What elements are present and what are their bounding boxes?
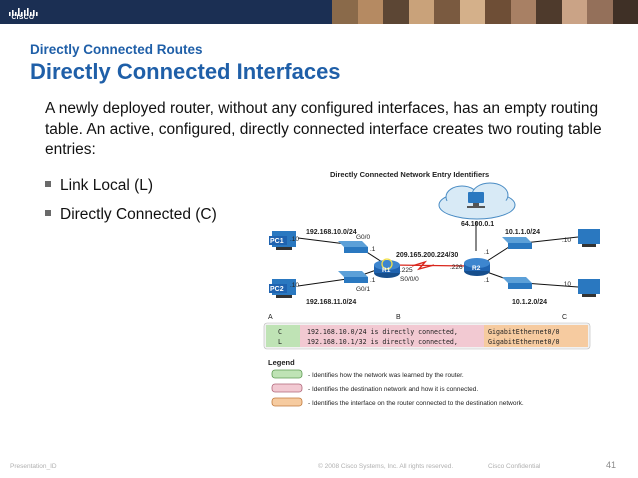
server-icon (467, 192, 485, 208)
footer-copyright: © 2008 Cisco Systems, Inc. All rights re… (318, 463, 454, 470)
route-text: 192.168.10.1/32 is directly connected, (307, 338, 458, 346)
switch-icon (502, 237, 532, 249)
legend-swatch-orange (271, 397, 303, 407)
r2-bottom-host: .1 (484, 277, 490, 284)
legend-item: - Identifies how the network was learned… (308, 372, 464, 379)
column-a: A (268, 314, 273, 321)
pc1-network: 192.168.10.0/24 (306, 229, 357, 236)
bullet-square-icon (45, 209, 51, 216)
bullet-directly-connected: Directly Connected (C) (45, 206, 217, 224)
r2-top-host: .1 (484, 249, 490, 256)
pc1-label: PC1 (270, 238, 284, 245)
pc2-network: 192.168.11.0/24 (306, 299, 356, 306)
r1-g00-host: .1 (370, 246, 376, 253)
header-banner: CISCO (0, 0, 638, 24)
legend-item: - Identifies the interface on the router… (308, 400, 524, 407)
serial-link-icon (411, 260, 435, 271)
cloud-ip: 64.100.0.1 (461, 221, 494, 228)
switch-icon (338, 241, 368, 253)
right-top-host: .10 (562, 237, 571, 244)
pc1-host: .10 (290, 236, 299, 243)
r1-g01-host: .1 (370, 277, 376, 284)
r1-g00: G0/0 (356, 234, 370, 241)
pc-icon (578, 279, 600, 297)
slide-subtitle: Directly Connected Routes (30, 42, 203, 57)
slide-title: Directly Connected Interfaces (30, 59, 341, 84)
switch-icon (338, 271, 368, 283)
route-iface: GigabitEthernet0/0 (488, 328, 559, 336)
pc2-label: PC2 (270, 286, 284, 293)
right-bottom-host: .10 (562, 281, 571, 288)
route-iface: GigabitEthernet0/0 (488, 338, 559, 346)
route-text: 192.168.10.0/24 is directly connected, (307, 328, 458, 336)
logo-wordmark: CISCO (11, 14, 35, 21)
switch-icon (502, 277, 532, 289)
route-code: C (278, 328, 282, 336)
legend-swatch-green (271, 369, 303, 379)
page-number: 41 (606, 460, 617, 470)
bullet-link-local: Link Local (L) (45, 177, 153, 195)
bullet-text: Link Local (L) (60, 177, 154, 194)
r2-serial-host: .226 (450, 264, 463, 271)
r1-label: R1 (382, 267, 391, 274)
legend-swatch-pink (271, 383, 303, 393)
bullet-square-icon (45, 180, 51, 187)
router-r2-icon (464, 258, 490, 276)
column-c: C (562, 314, 567, 321)
legend-item: - Identifies the destination network and… (308, 386, 478, 393)
diagram-title: Directly Connected Network Entry Identif… (330, 170, 489, 179)
right-bottom-network: 10.1.2.0/24 (512, 299, 547, 306)
r2-label: R2 (472, 265, 481, 272)
route-code: L (278, 338, 282, 346)
column-b: B (396, 314, 401, 321)
right-top-network: 10.1.1.0/24 (505, 229, 540, 236)
footer-presentation-id: Presentation_ID (10, 463, 57, 470)
intro-paragraph: A newly deployed router, without any con… (45, 100, 602, 158)
cisco-bridge-icon (9, 8, 38, 16)
footer-confidential: Cisco Confidential (488, 463, 541, 470)
r1-s000: S0/0/0 (400, 276, 419, 283)
r1-serial-host: .225 (400, 267, 413, 274)
banner-photo-strip (332, 0, 638, 24)
legend-title: Legend (268, 358, 295, 367)
r1-g01: G0/1 (356, 286, 370, 293)
router-r1-icon (374, 258, 400, 278)
bullet-text: Directly Connected (C) (60, 206, 217, 223)
pc2-host: .10 (290, 282, 299, 289)
cisco-logo: CISCO (6, 4, 40, 21)
serial-network: 209.165.200.224/30 (396, 252, 458, 259)
routing-table (263, 322, 591, 350)
network-diagram: Directly Connected Network Entry Identif… (263, 170, 600, 407)
pc-icon (578, 229, 600, 247)
